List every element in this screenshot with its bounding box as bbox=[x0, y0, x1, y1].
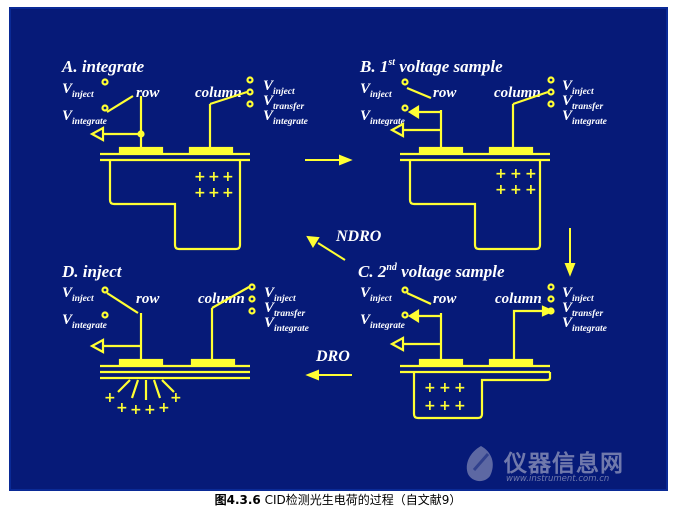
svg-text:+: + bbox=[158, 400, 170, 416]
svg-text:+: + bbox=[424, 380, 436, 396]
panel-a-row-label: row bbox=[136, 85, 160, 101]
dro-label: DRO bbox=[315, 348, 350, 365]
figure-number: 图4.3.6 bbox=[214, 493, 261, 507]
panel-c-column-label: column bbox=[495, 291, 542, 307]
panel-a-v-integrate-right: Vintegrate bbox=[263, 108, 309, 127]
arrow-dro bbox=[305, 369, 352, 381]
panel-b-v-transfer-right: Vtransfer bbox=[562, 93, 603, 112]
watermark-name: 仪器信息网 bbox=[504, 451, 624, 477]
panel-c-title: C. 2nd voltage sample bbox=[358, 262, 505, 281]
panel-b-first-voltage-sample: B. 1st voltage sample Vinject Vintegrate… bbox=[359, 57, 608, 251]
svg-text:+: + bbox=[194, 185, 206, 201]
svg-text:+: + bbox=[104, 390, 116, 406]
svg-text:+: + bbox=[208, 169, 220, 185]
svg-text:+: + bbox=[495, 166, 507, 182]
panel-b-v-integrate: Vintegrate bbox=[360, 108, 406, 127]
svg-text:+: + bbox=[510, 182, 522, 198]
svg-text:+: + bbox=[222, 169, 234, 185]
panel-a-integrate: A. integrate Vinject Vintegrate row colu… bbox=[61, 57, 309, 251]
svg-text:+: + bbox=[424, 398, 436, 414]
panel-c-v-inject: Vinject bbox=[360, 285, 392, 304]
panel-b-title: B. 1st voltage sample bbox=[359, 57, 503, 76]
svg-text:+: + bbox=[130, 402, 142, 418]
panel-b-v-integrate-right: Vintegrate bbox=[562, 108, 608, 127]
panel-a-column-label: column bbox=[195, 85, 242, 101]
panel-a-v-transfer-right: Vtransfer bbox=[263, 93, 304, 112]
watermark: 仪器信息网 www.instrument.com.cn bbox=[462, 444, 672, 490]
panel-b-circuit bbox=[389, 76, 555, 251]
svg-text:+: + bbox=[208, 185, 220, 201]
panel-d-circuit bbox=[89, 283, 256, 400]
svg-text:+: + bbox=[439, 398, 451, 414]
ndro-label: NDRO bbox=[335, 228, 382, 245]
svg-text:+: + bbox=[144, 402, 156, 418]
panel-c-v-integrate-right: Vintegrate bbox=[562, 315, 608, 334]
panel-d-charges: + + + + + + bbox=[104, 390, 182, 418]
panel-d-v-integrate-right: Vintegrate bbox=[264, 315, 310, 334]
arrow-a-to-b bbox=[305, 154, 353, 166]
panel-b-v-inject: Vinject bbox=[360, 81, 392, 100]
panel-c-circuit bbox=[389, 283, 555, 420]
panel-a-v-integrate: Vintegrate bbox=[62, 108, 108, 127]
svg-text:+: + bbox=[116, 400, 128, 416]
panel-c-v-inject-right: Vinject bbox=[562, 285, 594, 304]
panel-c-v-transfer-right: Vtransfer bbox=[562, 300, 603, 319]
svg-text:+: + bbox=[510, 166, 522, 182]
svg-text:+: + bbox=[454, 380, 466, 396]
svg-text:+: + bbox=[495, 182, 507, 198]
svg-text:+: + bbox=[170, 390, 182, 406]
panel-b-column-label: column bbox=[494, 85, 541, 101]
svg-text:+: + bbox=[525, 166, 537, 182]
panel-a-v-inject-right: Vinject bbox=[263, 78, 295, 97]
panel-a-title: A. integrate bbox=[61, 57, 145, 76]
panel-b-charges: +++ +++ bbox=[495, 166, 537, 198]
svg-text:+: + bbox=[222, 185, 234, 201]
panel-d-v-inject: Vinject bbox=[62, 285, 94, 304]
panel-c-v-integrate: Vintegrate bbox=[360, 312, 406, 331]
svg-text:+: + bbox=[525, 182, 537, 198]
panel-b-row-label: row bbox=[433, 85, 457, 101]
panel-a-circuit bbox=[89, 76, 254, 251]
panel-c-charges: +++ +++ bbox=[424, 380, 466, 414]
panel-b-v-inject-right: Vinject bbox=[562, 78, 594, 97]
panel-d-row-label: row bbox=[136, 291, 160, 307]
arrow-b-to-c bbox=[564, 228, 576, 277]
svg-text:+: + bbox=[194, 169, 206, 185]
panel-d-title: D. inject bbox=[61, 262, 123, 281]
arrow-ndro bbox=[306, 235, 346, 261]
svg-text:+: + bbox=[439, 380, 451, 396]
panel-d-v-integrate: Vintegrate bbox=[62, 312, 108, 331]
panel-d-v-inject-right: Vinject bbox=[264, 285, 296, 304]
watermark-url: www.instrument.com.cn bbox=[506, 474, 610, 484]
watermark-logo-icon bbox=[466, 446, 493, 482]
panel-d-v-transfer-right: Vtransfer bbox=[264, 300, 305, 319]
svg-text:+: + bbox=[454, 398, 466, 414]
panel-a-charges: +++ +++ bbox=[194, 169, 234, 201]
panel-c-row-label: row bbox=[433, 291, 457, 307]
panel-d-inject: D. inject Vinject Vintegrate row column … bbox=[61, 262, 310, 418]
figure-caption: 图4.3.6 CID检测光生电荷的过程（自文献9） bbox=[0, 491, 676, 508]
panel-a-v-inject: Vinject bbox=[62, 81, 94, 100]
diagram-background bbox=[9, 7, 668, 491]
panel-c-second-voltage-sample: C. 2nd voltage sample Vinject Vintegrate… bbox=[358, 262, 608, 420]
figure-caption-text: CID检测光生电荷的过程（自文献9） bbox=[264, 493, 462, 507]
